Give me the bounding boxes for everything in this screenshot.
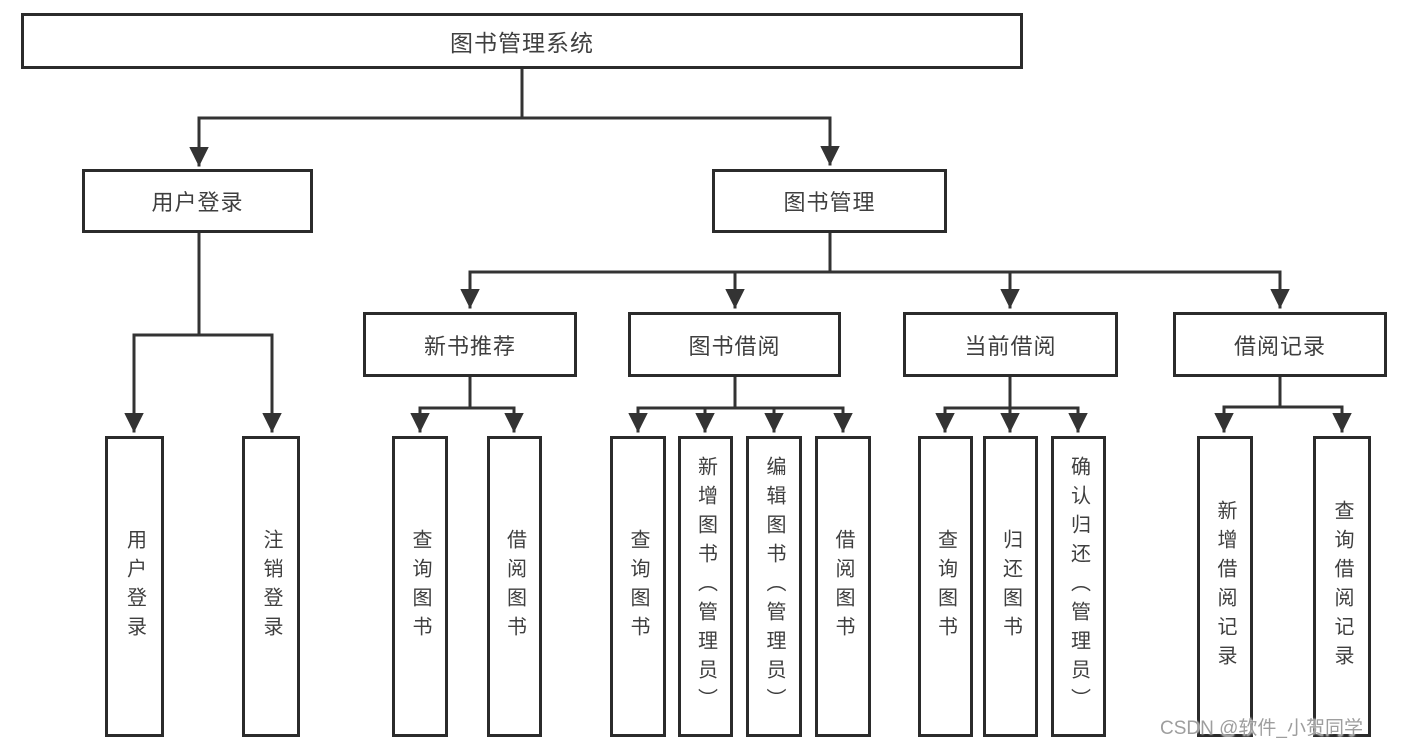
- node-root-label: 图书管理系统: [450, 30, 594, 56]
- leaf-borrow-books-label: 借阅图书: [832, 528, 854, 645]
- leaf-logout: 注销登录: [242, 436, 300, 737]
- tree-edges: [132, 67, 1344, 410]
- leaf-edit-books-admin-label: 编辑图书（管理员）: [763, 456, 785, 717]
- leaf-add-books-admin-label: 新增图书（管理员）: [694, 456, 717, 717]
- node-book-management: 图书管理: [712, 169, 947, 233]
- node-borrow-records: 借阅记录: [1173, 312, 1387, 377]
- leaf-query-books-current: 查询图书: [918, 436, 973, 737]
- leaf-query-books-current-label: 查询图书: [934, 528, 957, 645]
- node-new-book-recommend: 新书推荐: [363, 312, 577, 377]
- leaf-borrow-books: 借阅图书: [815, 436, 871, 737]
- node-book-borrowing-label: 图书借阅: [688, 333, 781, 359]
- node-current-borrowing: 当前借阅: [903, 312, 1118, 377]
- leaf-return-books-label: 归还图书: [999, 528, 1022, 645]
- leaf-add-borrow-record-label: 新增借阅记录: [1214, 499, 1236, 674]
- node-new-book-recommend-label: 新书推荐: [423, 333, 516, 359]
- leaf-add-books-admin: 新增图书（管理员）: [678, 436, 733, 737]
- leaf-query-borrow-record-label: 查询借阅记录: [1331, 499, 1353, 674]
- leaf-confirm-return-admin: 确认归还（管理员）: [1051, 436, 1106, 737]
- leaf-user-login-label: 用户登录: [123, 528, 146, 645]
- leaf-query-books-recommend: 查询图书: [392, 436, 448, 737]
- node-book-borrowing: 图书借阅: [628, 312, 841, 377]
- node-root: 图书管理系统: [21, 13, 1023, 69]
- leaf-return-books: 归还图书: [983, 436, 1038, 737]
- node-user-login: 用户登录: [82, 169, 313, 233]
- leaf-logout-label: 注销登录: [260, 528, 282, 645]
- watermark-text: CSDN @软件_小贺同学: [1160, 718, 1363, 739]
- leaf-confirm-return-admin-label: 确认归还（管理员）: [1067, 456, 1090, 717]
- leaf-query-books-borrowing-label: 查询图书: [627, 528, 649, 645]
- node-user-login-label: 用户登录: [151, 190, 244, 215]
- leaf-borrow-books-recommend: 借阅图书: [487, 436, 542, 737]
- leaf-borrow-books-recommend-label: 借阅图书: [503, 528, 526, 645]
- node-book-management-label: 图书管理: [783, 190, 876, 215]
- leaf-query-borrow-record: 查询借阅记录: [1313, 436, 1371, 737]
- leaf-query-books-borrowing: 查询图书: [610, 436, 666, 737]
- leaf-add-borrow-record: 新增借阅记录: [1197, 436, 1253, 737]
- leaf-query-books-recommend-label: 查询图书: [409, 528, 431, 645]
- leaf-user-login: 用户登录: [105, 436, 164, 737]
- node-borrow-records-label: 借阅记录: [1233, 333, 1326, 359]
- leaf-edit-books-admin: 编辑图书（管理员）: [746, 436, 802, 737]
- node-current-borrowing-label: 当前借阅: [964, 333, 1057, 359]
